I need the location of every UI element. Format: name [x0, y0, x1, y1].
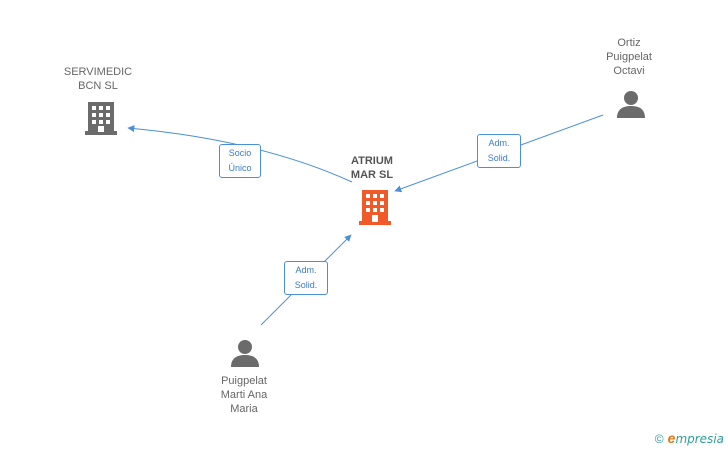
edge-label-line: Adm.	[488, 138, 510, 148]
node-label-servimedic: SERVIMEDIC BCN SL	[48, 65, 148, 93]
edge-label-line: Solid.	[487, 153, 511, 163]
copyright-symbol: ©	[654, 432, 664, 446]
node-label-line: BCN SL	[78, 80, 118, 92]
building-icon[interactable]	[359, 189, 391, 225]
edge-label-line: Solid.	[294, 280, 318, 290]
edge-label-line: Único	[228, 163, 252, 173]
node-label-line: Octavi	[613, 65, 645, 77]
node-label-line: ATRIUM	[351, 155, 393, 167]
node-label-line: Ortiz	[617, 37, 641, 49]
node-label-puigpelat: Puigpelat Marti Ana Maria	[194, 374, 294, 416]
empresia-logo: ©empresia	[655, 430, 724, 446]
node-label-line: Maria	[230, 403, 258, 415]
person-icon[interactable]	[616, 90, 646, 118]
node-label-ortiz: Ortiz Puigpelat Octavi	[579, 36, 679, 78]
edge-label-socio-unico[interactable]: Socio Único	[219, 144, 261, 178]
edge-label-line: Adm.	[295, 265, 317, 275]
node-label-line: Puigpelat	[221, 375, 267, 387]
edge-label-line: Socio	[228, 148, 252, 158]
node-label-line: SERVIMEDIC	[63, 66, 133, 78]
node-label-line: Puigpelat	[606, 51, 652, 63]
brand-initial: e	[667, 430, 676, 446]
edge-label-adm-solid-ortiz[interactable]: Adm. Solid.	[477, 134, 521, 168]
person-icon[interactable]	[230, 339, 260, 367]
node-label-line: MAR SL	[350, 169, 394, 181]
building-icon[interactable]	[85, 101, 117, 135]
brand-wordmark: mpresia	[675, 432, 724, 446]
node-label-line: Marti Ana	[220, 389, 268, 401]
node-label-atrium: ATRIUM MAR SL	[322, 154, 422, 182]
edge-label-adm-solid-puigpelat[interactable]: Adm. Solid.	[284, 261, 328, 295]
